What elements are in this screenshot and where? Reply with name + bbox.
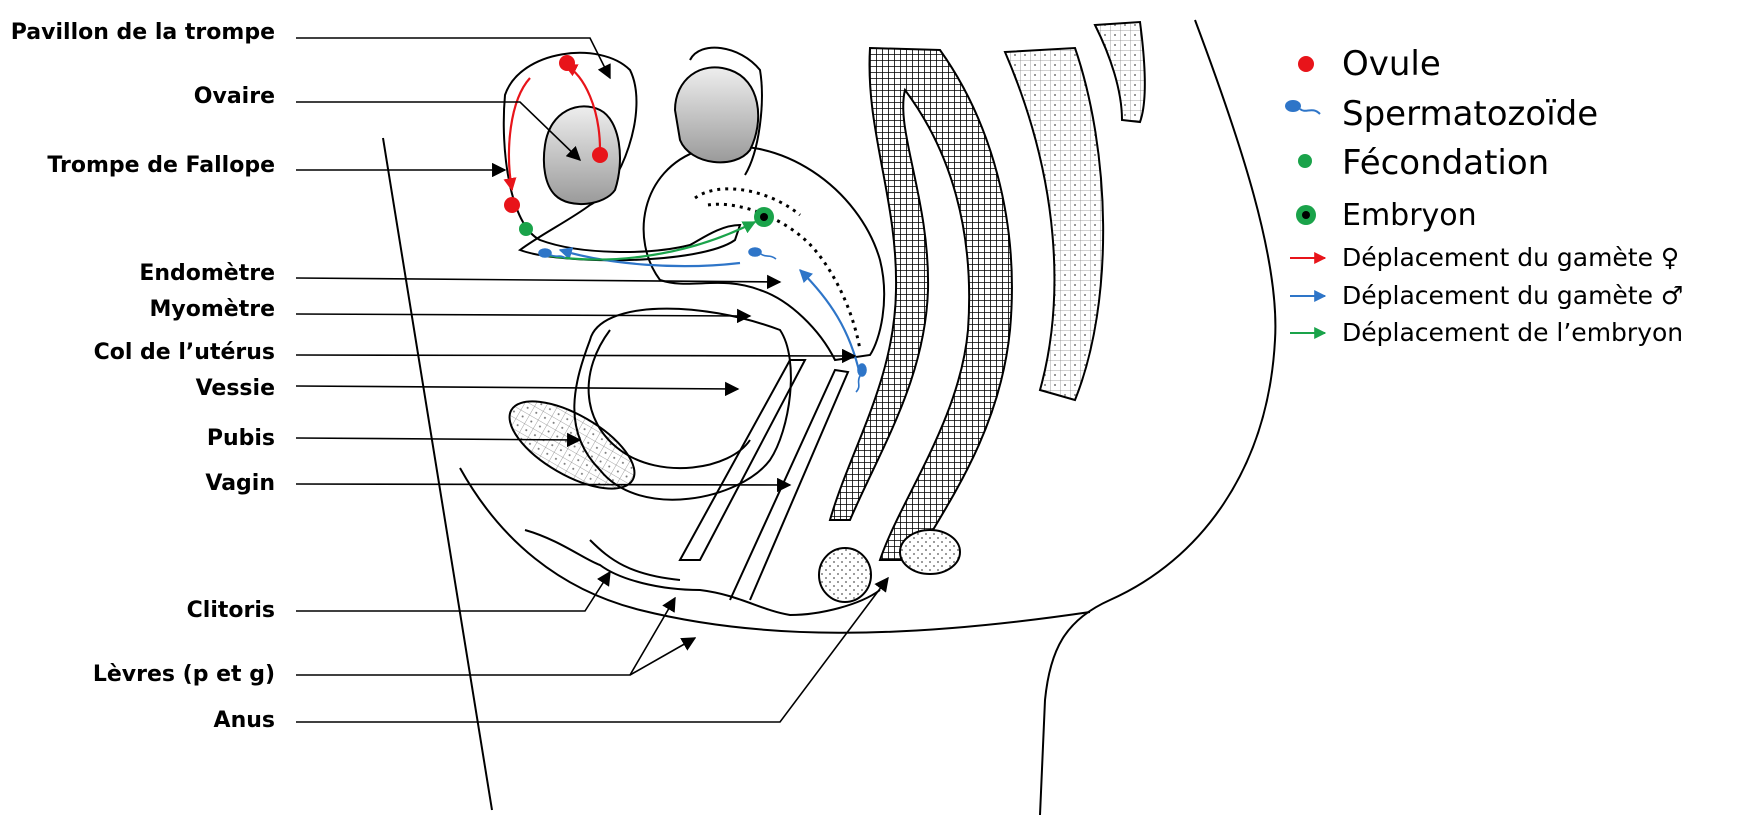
label-levres: Lèvres (p et g) [92,662,275,687]
legend-ovule: Ovule [1342,44,1441,84]
label-pavillon: Pavillon de la trompe [10,20,275,45]
legend-deplacement-femelle: Déplacement du gamète ♀ [1342,243,1680,272]
label-vagin: Vagin [205,471,275,496]
pubis-bone [508,400,636,490]
ovule-marker [504,197,520,213]
sphincter-right [899,529,961,575]
body-outline [382,19,1277,816]
endometrium [707,202,862,351]
coccyx [1093,20,1146,124]
embryo-path [544,221,757,261]
label-myometre: Myomètre [149,297,275,322]
legend-swatches [1285,56,1327,339]
label-ovaire: Ovaire [193,84,275,109]
sperm-markers [538,247,867,393]
label-trompe: Trompe de Fallope [47,153,275,178]
label-vessie: Vessie [195,376,275,401]
leader-lines [295,37,889,723]
spermatozoide-swatch [1285,100,1321,115]
ovary [542,105,621,206]
legend-embryon: Embryon [1342,198,1477,233]
legend-spermatozoide: Spermatozoïde [1342,94,1599,134]
sphincter-left [818,547,872,603]
fecondation-marker [519,222,533,236]
vagina [678,359,807,561]
label-anus: Anus [213,708,275,733]
legend-fecondation: Fécondation [1342,143,1550,183]
ovary-upper [673,66,760,164]
fecondation-swatch [1298,154,1312,168]
ovule-swatch [1298,56,1314,72]
vulva-outline [524,529,881,617]
legend-deplacement-male: Déplacement du gamète ♂ [1342,281,1684,310]
uterus [642,145,886,362]
ovule-marker [592,147,608,163]
label-pubis: Pubis [206,426,275,451]
label-endometre: Endomètre [139,261,275,286]
legend-deplacement-embryon: Déplacement de l’embryon [1342,318,1684,347]
rectum-wall [828,46,1013,561]
ovule-marker [559,55,575,71]
label-clitoris: Clitoris [186,598,275,623]
sacrum [1003,46,1105,402]
label-col: Col de l’utérus [93,340,275,365]
